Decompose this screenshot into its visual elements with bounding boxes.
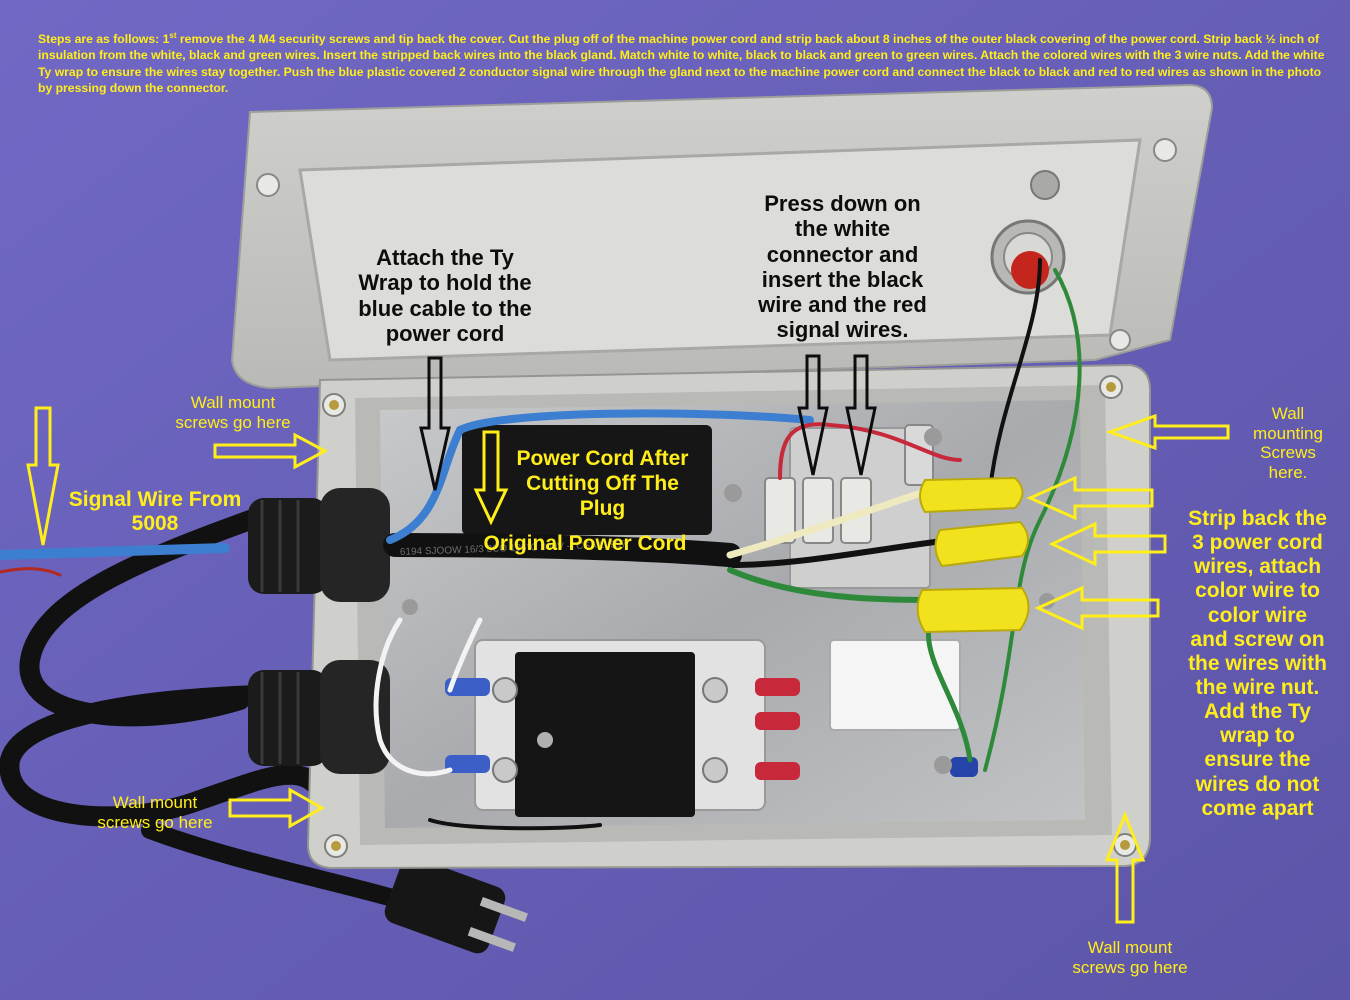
instructions-text: Steps are as follows: 1st remove the 4 M… (38, 31, 1325, 95)
lid-screw-hole (1153, 138, 1177, 162)
power-cord-after-label: Power Cord After Cutting Off The Plug (516, 447, 689, 521)
hollow-black-arrow (419, 356, 451, 491)
hollow-black-arrow (845, 354, 877, 476)
wire-nut-icon (916, 586, 1030, 634)
strip-back-label: Strip back the 3 power cord wires, attac… (1188, 507, 1327, 820)
lid-screw-hole (256, 173, 280, 197)
wall-mount-insert (329, 400, 339, 410)
hollow-yellow-arrow (473, 430, 509, 526)
internal-wires (373, 258, 1082, 831)
connector-label: Press down on the white connector and in… (758, 191, 927, 343)
hollow-yellow-arrow (1034, 585, 1160, 631)
lid-screw-hole (1109, 329, 1131, 351)
power-cord-external (0, 510, 409, 909)
hollow-yellow-arrow (1048, 521, 1167, 567)
cable-gland (248, 488, 390, 602)
plug-icon (384, 856, 528, 954)
signal-wire-label: Signal Wire From 5008 (68, 488, 242, 536)
wire-nut-icon (934, 520, 1029, 568)
enclosure-lid (230, 83, 1214, 390)
power-supply-block (462, 425, 712, 535)
screw-icon (724, 484, 742, 502)
wall-mount-label: Wall mount screws go here (97, 793, 213, 832)
contactor-relay (474, 639, 766, 817)
wall-mount-insert (331, 841, 341, 851)
original-cord-label: Original Power Cord (483, 532, 687, 555)
wall-mount-label: Wall mount screws go here (175, 393, 291, 432)
spade-connectors (445, 678, 978, 780)
screw-icon (934, 756, 952, 774)
white-block (829, 639, 961, 731)
hollow-yellow-arrow (1026, 475, 1154, 521)
wire-nut-icon (919, 476, 1024, 514)
wall-mount-label: Wall mount screws go here (1072, 938, 1188, 977)
hollow-yellow-arrow (1105, 413, 1230, 451)
tywrap-label: Attach the Ty Wrap to hold the blue cabl… (358, 245, 532, 346)
hollow-yellow-arrow (26, 406, 60, 546)
signal-wire-external (0, 543, 230, 577)
hollow-yellow-arrow (213, 432, 329, 470)
hollow-yellow-arrow (1104, 810, 1146, 924)
cable-gland (248, 660, 390, 774)
screw-icon (402, 599, 418, 615)
hollow-yellow-arrow (228, 787, 326, 829)
hollow-black-arrow (797, 354, 829, 476)
wall-mount-label: Wall mounting Screws here. (1253, 404, 1323, 482)
white-connector (764, 477, 872, 544)
wall-mount-insert (1106, 382, 1116, 392)
wall-mount-insert (1120, 840, 1130, 850)
screw-icon (924, 428, 942, 446)
